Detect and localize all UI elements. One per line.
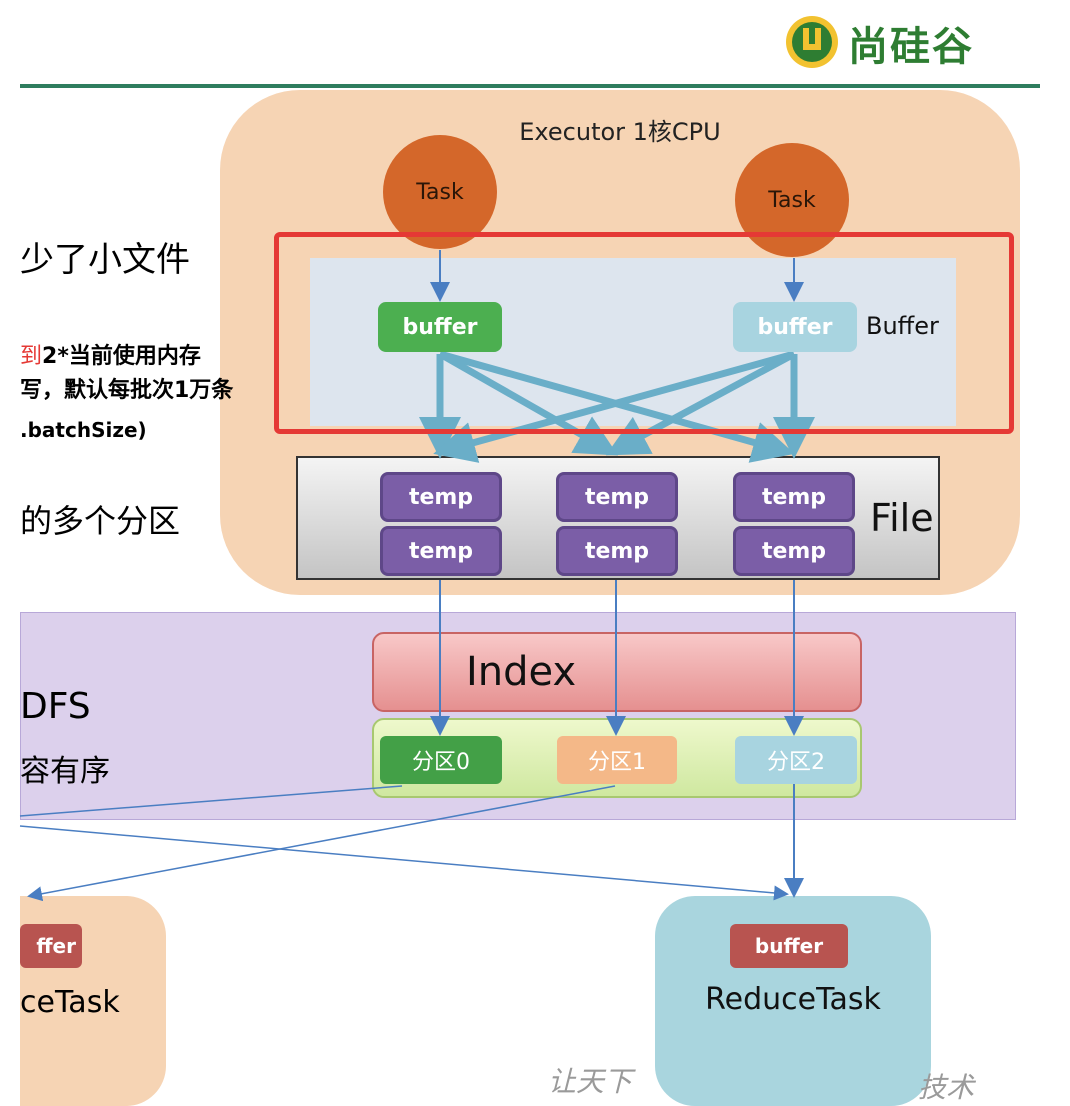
- buffer-box-2: buffer: [733, 302, 857, 352]
- note-ordered: 容有序: [20, 754, 110, 789]
- partition-2: 分区2: [735, 736, 857, 784]
- note-memory-red: 到: [20, 344, 43, 369]
- temp-box: temp: [380, 526, 502, 576]
- temp-box: temp: [556, 472, 678, 522]
- buffer-cross-arrows: [419, 350, 815, 463]
- reduce-right-buffer: buffer: [730, 924, 848, 968]
- watermark-right: 技术: [918, 1071, 975, 1104]
- partition-1: 分区1: [557, 736, 677, 784]
- partition0-to-left-line: [19, 785, 403, 817]
- reduce-task-label: ReduceTask: [705, 982, 881, 1017]
- logo-text: 尚硅谷: [848, 24, 974, 70]
- note-small-files: 少了小文件: [20, 240, 190, 280]
- temp-box: temp: [380, 472, 502, 522]
- temp-box: temp: [733, 472, 855, 522]
- reduce-task-left-label: ceTask: [20, 985, 120, 1020]
- note-batch-write: 写，默认每批次1万条: [20, 378, 234, 403]
- note-partitions: 的多个分区: [20, 502, 181, 540]
- partition-0: 分区0: [380, 736, 502, 784]
- note-batch-size: .batchSize): [20, 418, 147, 442]
- buffer-label: Buffer: [866, 312, 939, 340]
- buffer-highlight-outline: [274, 232, 1014, 434]
- watermark-left: 让天下: [548, 1065, 633, 1098]
- partition1-to-reduce-left-arrow: [27, 785, 616, 902]
- buffer-box-1: buffer: [378, 302, 502, 352]
- header-divider: [20, 84, 1040, 88]
- reduce-left-buffer: ffer: [20, 924, 82, 968]
- left-to-reduce-right-arrow: [19, 825, 789, 901]
- note-dfs: DFS: [20, 686, 91, 727]
- note-memory: 到2*当前使用内存: [20, 338, 201, 370]
- note-memory-text: 2*当前使用内存: [42, 344, 201, 369]
- atguigu-logo-icon: [786, 16, 838, 68]
- file-label: File: [870, 496, 934, 540]
- task-node-2: Task: [735, 143, 849, 257]
- executor-title: Executor 1核CPU: [519, 118, 721, 146]
- task-node-1: Task: [383, 135, 497, 249]
- temp-box: temp: [556, 526, 678, 576]
- temp-box: temp: [733, 526, 855, 576]
